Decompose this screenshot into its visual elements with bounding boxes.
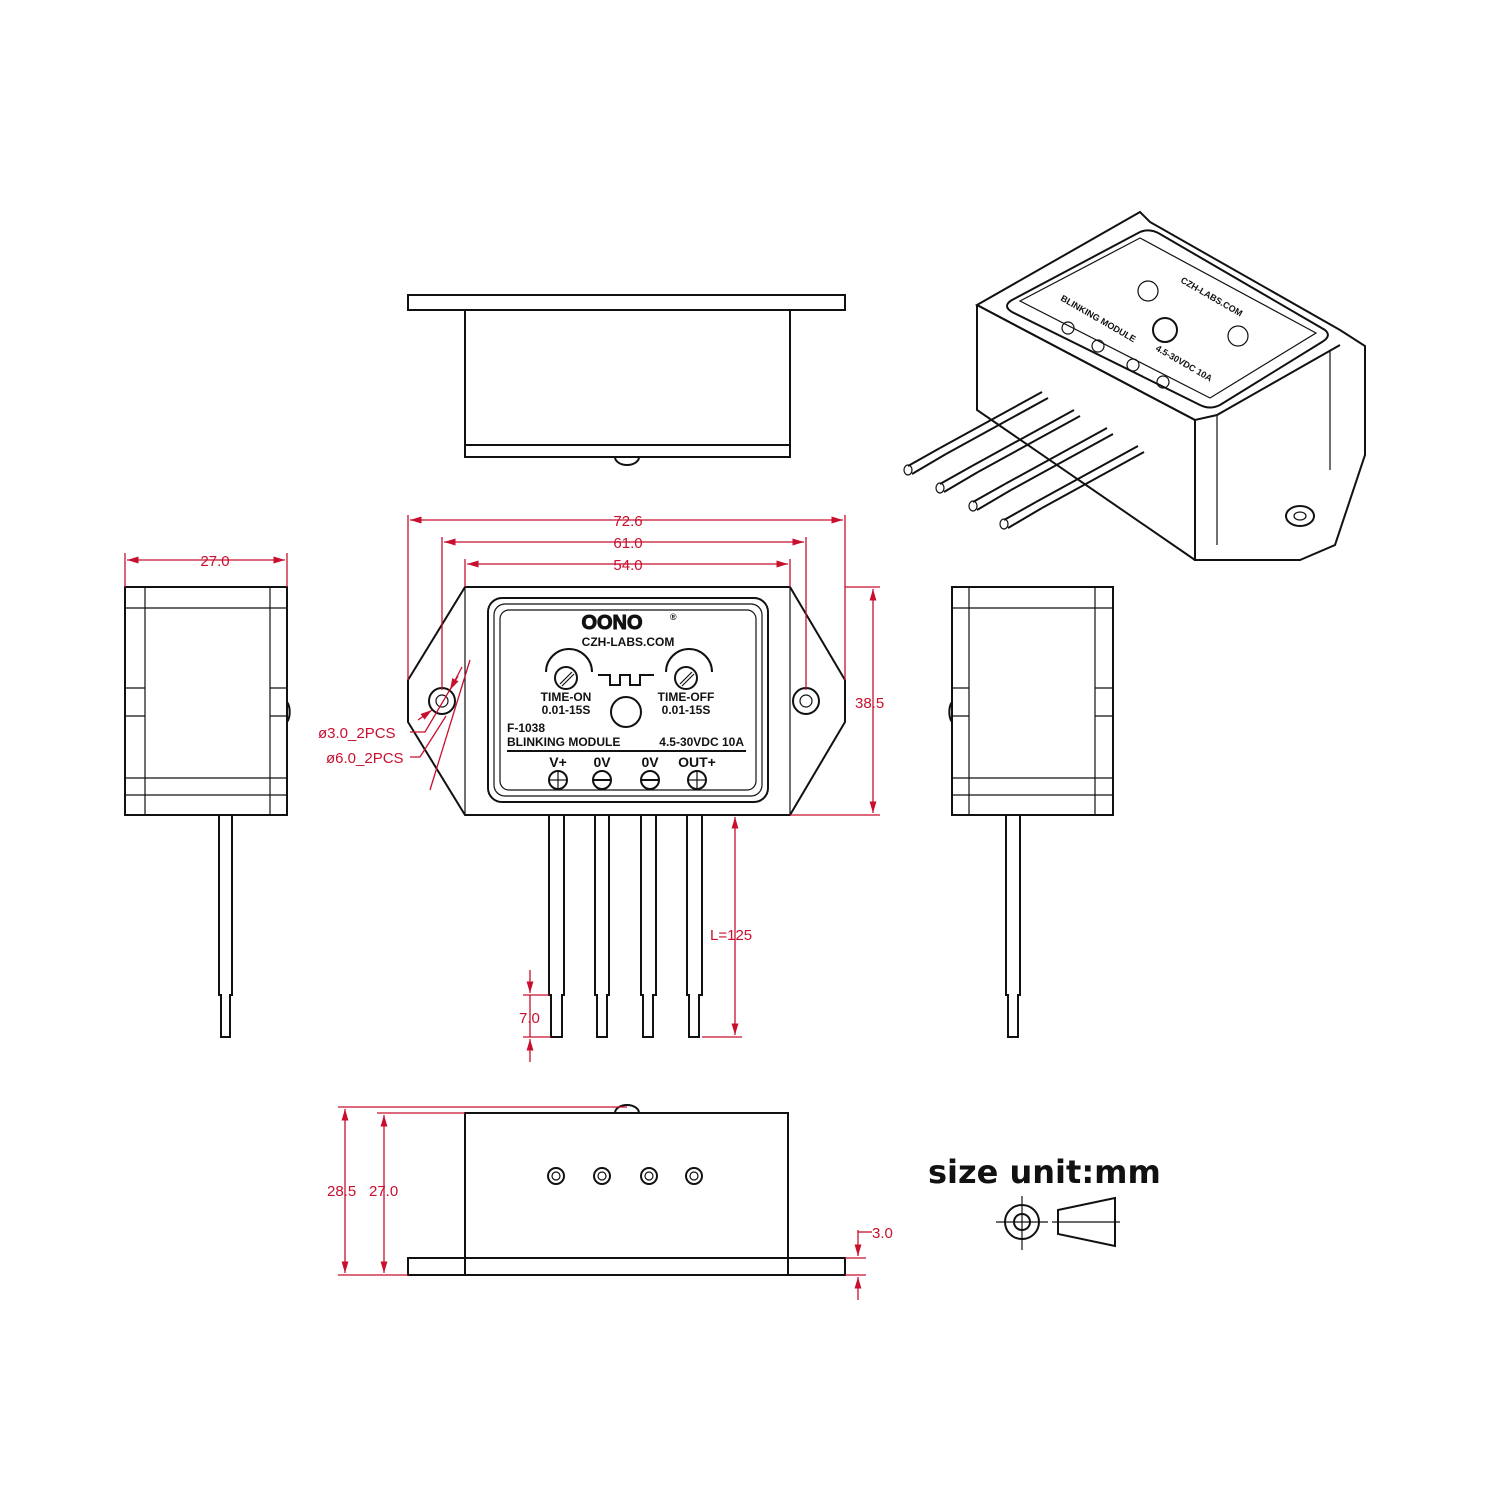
terminal-label: OUT+ [678, 754, 716, 770]
iso-website-label: CZH-LABS.COM [1179, 275, 1244, 318]
time-on-range: 0.01-15S [542, 703, 591, 717]
dim-side-depth: 27.0 [200, 553, 229, 570]
dim-hole-large: ø6.0_2PCS [326, 750, 404, 767]
terminal-label: V+ [549, 754, 567, 770]
iso-rating-label: 4.5-30VDC 10A [1154, 343, 1214, 384]
dim-total-thickness: 28.5 [327, 1183, 356, 1200]
time-on-label: TIME-ON [541, 690, 592, 704]
top-view [407, 294, 846, 466]
dim-hole-small: ø3.0_2PCS [318, 725, 396, 742]
website-label: CZH-LABS.COM [582, 635, 675, 649]
product-label: BLINKING MODULE [507, 735, 620, 749]
square-wave-icon [598, 674, 654, 686]
isometric-view: CZH-LABS.COM BLINKING MODULE 4.5-30VDC 1… [903, 210, 1366, 561]
model-label: F-1038 [507, 721, 545, 735]
wires [548, 815, 703, 1038]
dim-hole-spacing: 61.0 [613, 535, 642, 552]
time-off-label: TIME-OFF [658, 690, 715, 704]
dim-body-width: 54.0 [613, 557, 642, 574]
plus-icon [548, 770, 568, 790]
led-indicator [610, 696, 642, 728]
plus-icon [687, 770, 707, 790]
dim-body-thickness: 27.0 [369, 1183, 398, 1200]
iso-product-label: BLINKING MODULE [1059, 293, 1138, 344]
bottom-view [407, 1104, 846, 1276]
front-view: OONO ® CZH-LABS.COM TIME-ON 0.01-15S TIM… [407, 586, 846, 1038]
mounting-hole-left [428, 687, 456, 715]
time-off-range: 0.01-15S [662, 703, 711, 717]
registered-mark: ® [670, 612, 677, 622]
dim-wire-length: L=125 [710, 927, 752, 944]
wire-exit-holes [547, 1167, 703, 1185]
dim-height: 38.5 [855, 695, 884, 712]
terminal-label: 0V [641, 754, 659, 770]
dim-overall-width: 72.6 [613, 513, 642, 530]
dim-strip-length: 7.0 [519, 1010, 540, 1027]
rating-label: 4.5-30VDC 10A [659, 735, 744, 749]
terminal-label: 0V [593, 754, 611, 770]
dim-flange-thickness: 3.0 [872, 1225, 893, 1242]
projection-symbol-icon [996, 1196, 1120, 1250]
iso-wires [903, 391, 1145, 530]
right-side-view [948, 586, 1114, 1038]
left-side-view [124, 586, 291, 1038]
brand-logo: OONO [581, 612, 642, 634]
minus-icon [640, 770, 660, 790]
minus-icon [592, 770, 612, 790]
dimensions: 72.6 61.0 54.0 38.5 27.0 L=125 7.0 ø3.0_… [124, 513, 893, 1300]
mounting-hole-right [792, 687, 820, 715]
knob-time-off [665, 648, 713, 690]
unit-note: size unit:mm [928, 1153, 1161, 1191]
knob-time-on [545, 648, 593, 690]
